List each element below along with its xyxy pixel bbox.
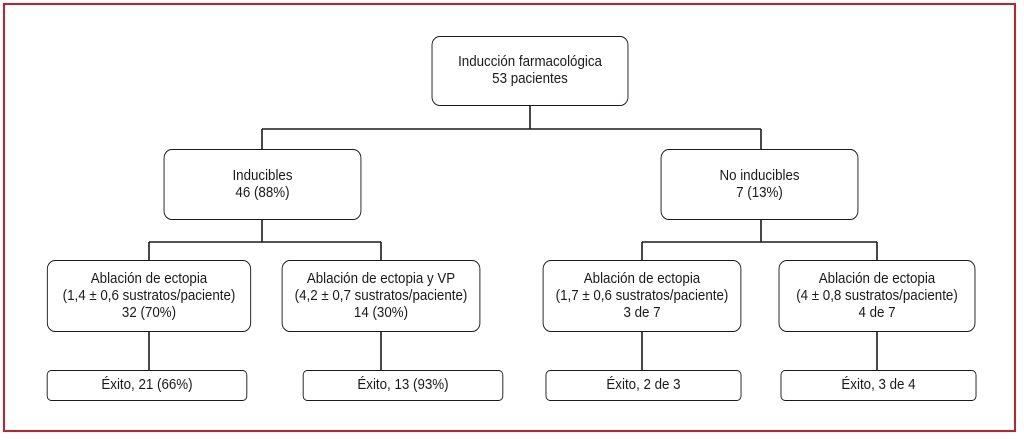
outcome-a-text: Éxito, 21 (66%) xyxy=(101,377,193,393)
node-noind-ablation-b-line2: (4 ± 0,8 sustratos/paciente) xyxy=(796,287,958,304)
outcome-d-text: Éxito, 3 de 4 xyxy=(841,377,916,393)
node-outcome-exito-b: Éxito, 13 (93%) xyxy=(302,370,504,401)
node-ind-ablacion-ectopia-vp: Ablación de ectopia y VP (4,2 ± 0,7 sust… xyxy=(281,260,481,332)
node-ind-ablation-line3: 32 (70%) xyxy=(121,304,177,321)
node-inducibles: Inducibles 46 (88%) xyxy=(163,149,362,220)
node-ind-ablation-line2: (1,4 ± 0,6 sustratos/paciente) xyxy=(62,287,236,304)
outcome-c-text: Éxito, 2 de 3 xyxy=(606,377,681,393)
node-noind-ablacion-ectopia-a: Ablación de ectopia (1,7 ± 0,6 sustratos… xyxy=(542,260,742,332)
node-noind-ablation-b-line3: 4 de 7 xyxy=(858,304,896,321)
node-noind-ablation-a-line1: Ablación de ectopia xyxy=(583,270,701,287)
node-no-inducibles: No inducibles 7 (13%) xyxy=(660,149,859,220)
node-no-inducibles-line2: 7 (13%) xyxy=(736,184,783,201)
node-root-line1: Inducción farmacológica xyxy=(458,54,602,70)
node-ind-ablation-vp-line1: Ablación de ectopia y VP xyxy=(306,270,456,287)
node-noind-ablation-a-line3: 3 de 7 xyxy=(623,304,661,321)
node-ind-ablacion-ectopia: Ablación de ectopia (1,4 ± 0,6 sustratos… xyxy=(46,260,252,332)
node-outcome-exito-d: Éxito, 3 de 4 xyxy=(780,370,977,401)
figure-frame xyxy=(3,3,1016,432)
node-root-line2: 53 pacientes xyxy=(492,71,568,87)
node-noind-ablacion-ectopia-b: Ablación de ectopia (4 ± 0,8 sustratos/p… xyxy=(778,260,976,332)
outcome-b-text: Éxito, 13 (93%) xyxy=(357,377,449,393)
node-inducibles-line2: 46 (88%) xyxy=(235,184,290,201)
node-noind-ablation-b-line1: Ablación de ectopia xyxy=(818,270,936,287)
node-ind-ablation-vp-line3: 14 (30%) xyxy=(353,304,409,321)
node-noind-ablation-a-line2: (1,7 ± 0,6 sustratos/paciente) xyxy=(555,287,729,304)
node-ind-ablation-vp-line2: (4,2 ± 0,7 sustratos/paciente) xyxy=(294,287,468,304)
node-outcome-exito-c: Éxito, 2 de 3 xyxy=(545,370,742,401)
node-outcome-exito-a: Éxito, 21 (66%) xyxy=(46,370,248,401)
node-induccion-farmacologica: Inducción farmacológica 53 pacientes xyxy=(431,36,629,106)
node-inducibles-line1: Inducibles xyxy=(232,167,293,184)
node-no-inducibles-line1: No inducibles xyxy=(719,167,800,184)
node-ind-ablation-line1: Ablación de ectopia xyxy=(90,270,208,287)
